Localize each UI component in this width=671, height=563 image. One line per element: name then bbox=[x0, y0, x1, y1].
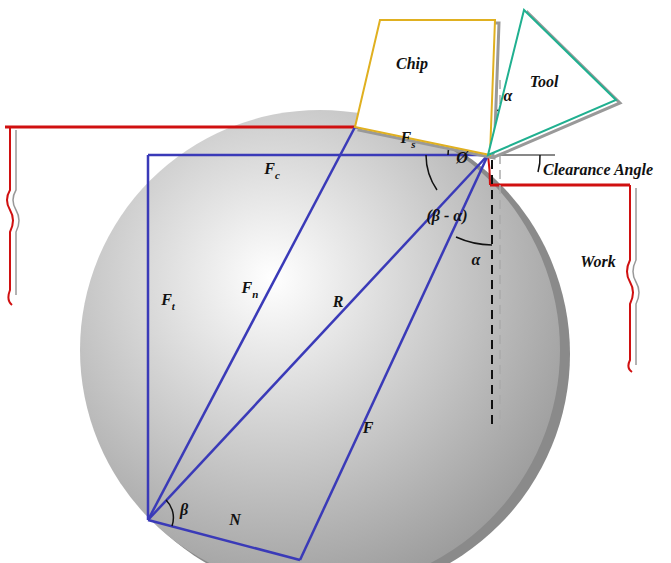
force-label: Fc bbox=[264, 161, 280, 180]
clearance-arc bbox=[538, 155, 540, 172]
force-label: N bbox=[229, 512, 241, 528]
friction-force-line bbox=[300, 155, 488, 560]
angle-label: (β - α) bbox=[426, 208, 467, 224]
beta-arc bbox=[166, 500, 173, 526]
force-label: Fs bbox=[401, 130, 416, 149]
angle-label: α bbox=[472, 252, 481, 268]
work-surface-left bbox=[5, 126, 355, 129]
cutting-force-line bbox=[148, 154, 488, 157]
part-label: Work bbox=[580, 254, 615, 270]
normal-shear-line bbox=[148, 127, 355, 520]
angle-label: Clearance Angle bbox=[543, 162, 653, 178]
thrust-force-line bbox=[147, 155, 150, 520]
work-break-left bbox=[7, 127, 13, 305]
part-label: Chip bbox=[396, 56, 428, 72]
force-label: R bbox=[333, 294, 344, 310]
resultant-line bbox=[148, 155, 488, 520]
angle-label: α bbox=[504, 88, 513, 104]
force-label: F bbox=[363, 420, 374, 436]
force-label: Fn bbox=[242, 280, 259, 299]
angle-label: β bbox=[180, 502, 188, 518]
tool-shape: Tool bbox=[476, 4, 631, 159]
chip-shape-outline bbox=[350, 14, 510, 164]
rake-angle-arc-low bbox=[456, 237, 492, 245]
angle-label: Ø bbox=[456, 150, 468, 166]
work-break-left-shadow bbox=[13, 130, 19, 295]
chip-shape: Chip bbox=[350, 14, 510, 164]
beta-alpha-arc bbox=[426, 155, 437, 190]
merchant-circle bbox=[80, 110, 560, 563]
work-break-right-shadow bbox=[633, 188, 639, 365]
machined-surface bbox=[488, 155, 490, 185]
force-label: Ft bbox=[161, 292, 175, 311]
normal-force-line bbox=[148, 520, 300, 560]
part-label: Tool bbox=[530, 74, 559, 90]
work-break-right bbox=[627, 185, 633, 372]
